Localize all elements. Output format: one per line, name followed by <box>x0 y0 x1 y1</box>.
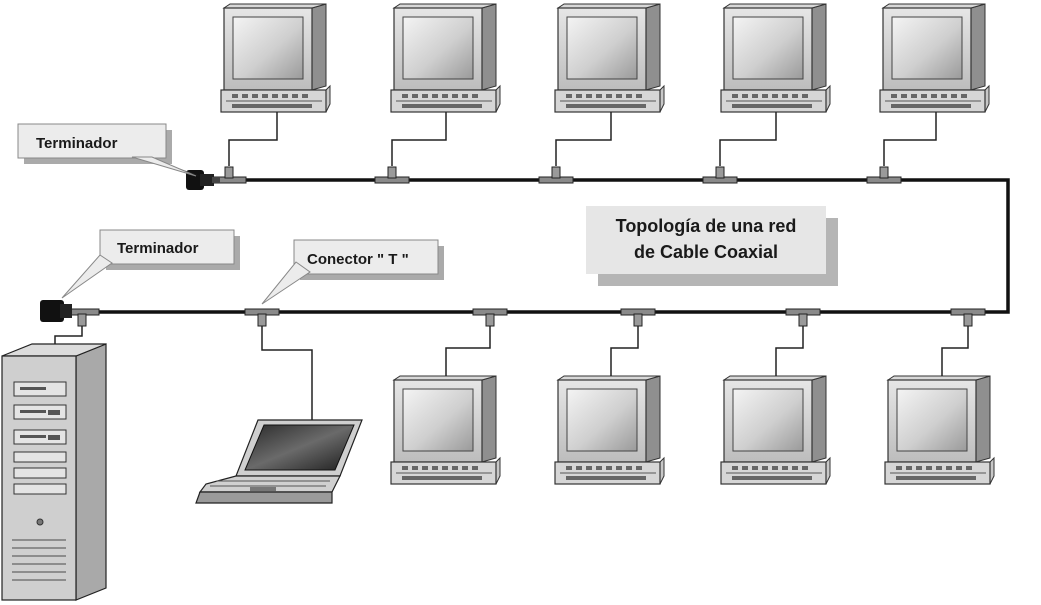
pc-bottom-2 <box>554 308 665 485</box>
callout-terminator-bottom-label: Terminador <box>117 240 199 257</box>
pc-top-2 <box>374 3 501 184</box>
laptop <box>195 308 363 504</box>
callout-t-connector: Conector " T " <box>261 239 444 305</box>
callout-t-connector-label: Conector " T " <box>307 251 409 268</box>
terminator-top <box>186 170 220 190</box>
pc-top-4 <box>702 3 831 184</box>
diagram-title-box: Topología de una red de Cable Coaxial <box>586 206 838 286</box>
pc-bottom-4 <box>884 308 995 485</box>
callout-terminator-top-label: Terminador <box>36 135 118 152</box>
diagram-title-line2: de Cable Coaxial <box>634 242 778 262</box>
pc-top-5 <box>866 3 990 184</box>
pc-bottom-1 <box>390 308 508 485</box>
server-tower <box>1 308 107 601</box>
pc-bottom-3 <box>720 308 831 485</box>
pc-top-1 <box>211 3 331 184</box>
pc-top-3 <box>538 3 665 184</box>
diagram-title-line1: Topología de una red <box>616 216 797 236</box>
terminator-bottom <box>40 300 72 322</box>
callout-terminator-bottom: Terminador <box>61 229 240 299</box>
callout-terminator-top: Terminador <box>17 123 200 177</box>
coaxial-cable <box>70 178 1010 314</box>
